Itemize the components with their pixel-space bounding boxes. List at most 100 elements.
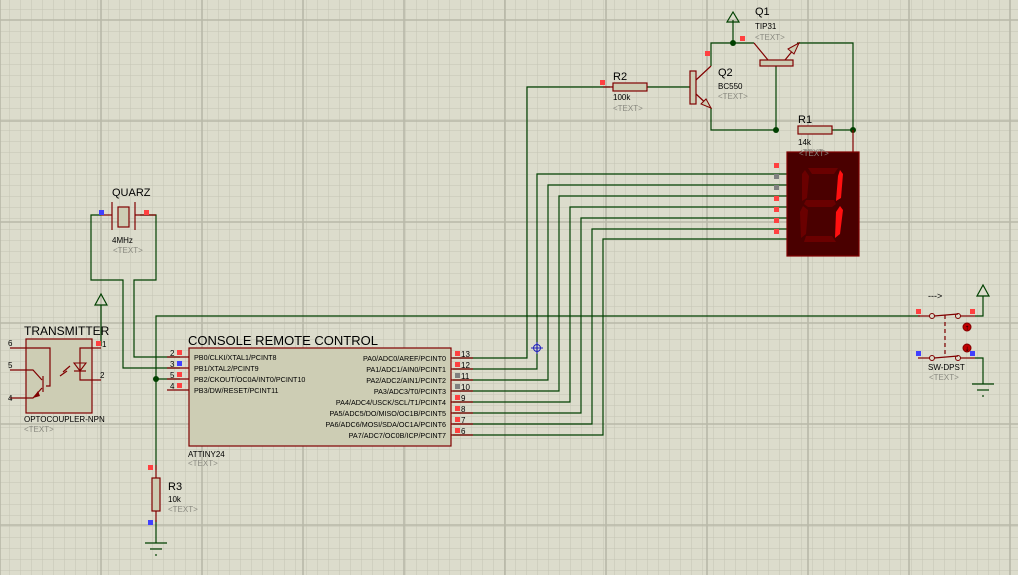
mcu-pin-number: 3 bbox=[170, 360, 175, 369]
wire-q1-emitter[interactable] bbox=[797, 42, 854, 131]
q2-body[interactable] bbox=[689, 70, 697, 105]
r3-body[interactable] bbox=[151, 477, 161, 512]
optocoupler-transmitter[interactable]: TRANSMITTER 6 5 4 1 2 OPTOCOUPLER-NPN <T… bbox=[8, 324, 110, 434]
wire-q2-collector[interactable] bbox=[710, 42, 754, 66]
mcu-part: ATTINY24 bbox=[188, 450, 225, 459]
resistor-r2[interactable]: R2 100k <TEXT> bbox=[600, 71, 648, 113]
r2-ref: R2 bbox=[613, 71, 627, 83]
crystal-quarz[interactable]: QUARZ 4MHz <TEXT> bbox=[99, 187, 156, 255]
mcu-pin-number: 4 bbox=[170, 382, 175, 391]
mcu-pin-name: PB2/CKOUT/OC0A/INT0/PCINT10 bbox=[194, 375, 305, 384]
power-terminals bbox=[93, 10, 994, 556]
opto-body[interactable] bbox=[25, 338, 93, 414]
mcu-pin-name: PA5/ADC5/DO/MISO/OC1B/PCINT5 bbox=[330, 409, 447, 418]
transistor-q1[interactable]: Q1 TIP31 <TEXT> bbox=[740, 6, 801, 67]
r2-text-placeholder: <TEXT> bbox=[613, 104, 643, 113]
q2-text-placeholder: <TEXT> bbox=[718, 92, 748, 101]
pin-state-marker bbox=[177, 372, 182, 377]
junction-dot bbox=[773, 127, 779, 133]
wire-pa0-r2[interactable] bbox=[453, 86, 610, 359]
mcu-pin-number: 5 bbox=[170, 371, 175, 380]
switch-down-button[interactable]: ↓ bbox=[962, 343, 972, 353]
mcu-text-placeholder: <TEXT> bbox=[188, 459, 218, 468]
q1-part: TIP31 bbox=[755, 22, 777, 31]
wire-pa6-seg[interactable] bbox=[453, 228, 788, 425]
mcu-pin-number: 12 bbox=[461, 361, 470, 370]
opto-pin-1: 1 bbox=[102, 340, 107, 349]
mcu-label: CONSOLE REMOTE CONTROL bbox=[188, 333, 378, 348]
switch-up-button[interactable]: ↑ bbox=[962, 322, 972, 332]
wire-q2-emitter[interactable] bbox=[710, 108, 777, 131]
q2-ref: Q2 bbox=[718, 67, 733, 79]
wire-crystal-left[interactable] bbox=[90, 214, 180, 369]
opto-pin-5: 5 bbox=[8, 361, 13, 370]
pin-state-marker bbox=[455, 384, 460, 389]
pin-state-marker bbox=[148, 520, 153, 525]
opto-label: TRANSMITTER bbox=[24, 324, 110, 338]
mcu-pin-number: 13 bbox=[461, 350, 470, 359]
mcu-pin-name: PA4/ADC4/USCK/SCL/T1/PCINT4 bbox=[336, 398, 446, 407]
q1-body[interactable] bbox=[759, 59, 794, 67]
segment-d bbox=[804, 236, 836, 242]
resistor-r3[interactable]: R3 10k <TEXT> bbox=[148, 465, 198, 525]
mcu-pin-name: PA6/ADC6/MOSI/SDA/OC1A/PCINT6 bbox=[326, 420, 447, 429]
r2-body[interactable] bbox=[612, 82, 648, 92]
arrow-down-icon: ↓ bbox=[965, 346, 970, 353]
seven-segment-display[interactable] bbox=[774, 130, 860, 257]
segment-c bbox=[835, 206, 843, 238]
wire-switch-gnd[interactable] bbox=[975, 357, 984, 384]
pin-state-marker bbox=[970, 309, 975, 314]
pin-state-marker bbox=[148, 465, 153, 470]
segment-b bbox=[836, 170, 843, 201]
segment-g bbox=[804, 200, 836, 207]
r3-ref: R3 bbox=[168, 481, 182, 493]
pin-state-marker bbox=[455, 395, 460, 400]
pin-state-marker bbox=[740, 36, 745, 41]
mcu-pin-number: 7 bbox=[461, 416, 466, 425]
mcu-pin-name: PA7/ADC7/OC0B/ICP/PCINT7 bbox=[349, 431, 446, 440]
wire-pa4-seg[interactable] bbox=[453, 206, 788, 403]
arrow-up-icon: ↑ bbox=[965, 325, 970, 332]
segment-e bbox=[800, 206, 808, 238]
wire-pa3-seg[interactable] bbox=[453, 195, 788, 392]
pin-state-marker bbox=[455, 351, 460, 356]
power-arrow-icon bbox=[975, 283, 991, 297]
pin-state-marker bbox=[455, 417, 460, 422]
segment-f bbox=[802, 170, 809, 201]
pin-state-marker bbox=[774, 174, 779, 179]
wire-pa2-seg[interactable] bbox=[453, 184, 788, 381]
junctions bbox=[153, 40, 856, 382]
pin-state-marker bbox=[970, 351, 975, 356]
mcu-body[interactable] bbox=[188, 347, 452, 447]
r1-value: 14k bbox=[798, 138, 812, 147]
r2-value: 100k bbox=[613, 93, 631, 102]
crystal-body[interactable] bbox=[117, 206, 130, 228]
junction-dot bbox=[153, 376, 159, 382]
ground-icon bbox=[972, 383, 994, 397]
wire-switch-vcc[interactable] bbox=[975, 296, 984, 317]
mcu-pin-name: PA0/ADC0/AREF/PCINT0 bbox=[363, 354, 446, 363]
pin-state-marker bbox=[177, 361, 182, 366]
wire-pa7-seg[interactable] bbox=[453, 238, 788, 436]
r1-body[interactable] bbox=[797, 125, 833, 135]
pin-state-marker bbox=[774, 218, 779, 223]
pin-state-marker bbox=[774, 207, 779, 212]
segment-a bbox=[808, 168, 838, 174]
switch-arrow: ---> bbox=[928, 291, 942, 301]
mcu-pin-number: 10 bbox=[461, 383, 470, 392]
pin-state-marker bbox=[455, 362, 460, 367]
wires bbox=[90, 20, 984, 543]
pin-state-marker bbox=[96, 341, 101, 346]
opto-text-placeholder: <TEXT> bbox=[24, 425, 54, 434]
pin-state-marker bbox=[455, 406, 460, 411]
wire-pa5-seg[interactable] bbox=[453, 217, 788, 414]
wire-pa1-seg[interactable] bbox=[453, 173, 788, 370]
pin-state-marker bbox=[144, 210, 149, 215]
switch-part: SW-DPST bbox=[928, 363, 965, 372]
wire-pb2-switch[interactable] bbox=[155, 315, 920, 379]
switch-dpst[interactable]: ---> ↑ ↓ SW-DPST <TEXT> bbox=[916, 291, 975, 382]
transistor-q2[interactable]: Q2 BC550 <TEXT> bbox=[689, 51, 748, 109]
